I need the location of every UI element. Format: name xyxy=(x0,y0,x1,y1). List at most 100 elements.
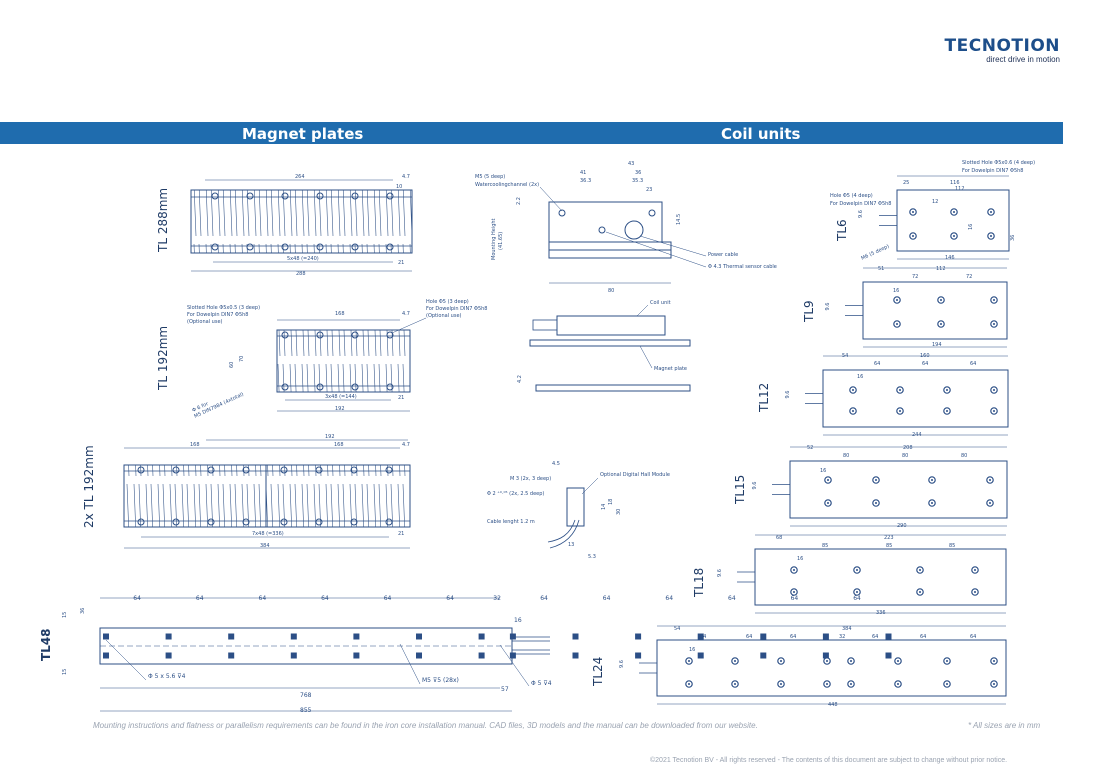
tl48-pitch-label: 64 xyxy=(259,595,267,602)
tl48-label: TL48 xyxy=(39,628,53,661)
tl9-mount-hole-center xyxy=(896,323,898,325)
tl2x192-dim-21: 21 xyxy=(398,531,404,537)
tl6-mount-hole xyxy=(909,208,917,216)
tl24-mount-hole xyxy=(777,657,785,665)
tl288-dim-4-7: 4.7 xyxy=(402,174,410,180)
tl15-mount-hole xyxy=(872,499,880,507)
tl9-dim-d_72a: 72 xyxy=(912,274,918,280)
tl6-mount-hole xyxy=(987,208,995,216)
tl6-dim-116: 116 xyxy=(950,180,960,186)
tl9-mount-hole xyxy=(990,296,998,304)
tl9-mount-hole-center xyxy=(993,299,995,301)
tl6-mount-hole-center xyxy=(990,211,992,213)
tl9-mount-hole-center xyxy=(993,323,995,325)
tl24-mount-hole xyxy=(943,680,951,688)
tl9-label: TL9 xyxy=(802,300,816,323)
tl18-dim-d_223: 223 xyxy=(884,535,894,541)
tl48-hole2-note: Φ 5 ⊽4 xyxy=(531,680,552,687)
tl192-dim-21: 21 xyxy=(398,395,404,401)
tl24-mount-hole-center xyxy=(688,660,690,662)
tl2x192-label: 2x TL 192mm xyxy=(82,445,96,528)
tl48-pitch-label: 64 xyxy=(384,595,392,602)
tl18-mount-hole-center xyxy=(919,591,921,593)
tl18-label: TL18 xyxy=(692,568,706,598)
tl48-hole-top xyxy=(760,633,767,640)
tl6-mount-hole-center xyxy=(990,235,992,237)
tl24-mount-hole-center xyxy=(850,683,852,685)
tl18-mount-hole xyxy=(853,566,861,574)
tl12-mount-hole-center xyxy=(946,389,948,391)
tl12-mount-hole xyxy=(896,407,904,415)
tl9-mount-hole-center xyxy=(940,323,942,325)
tl6-mount-hole-center xyxy=(912,235,914,237)
tl48-hole-bottom xyxy=(885,652,892,659)
tl15-dim-d_80c: 80 xyxy=(961,453,967,459)
tl48-hole-top xyxy=(697,633,704,640)
tl2x192-dim-7x48: 7x48 (=336) xyxy=(252,531,284,537)
tl6-dim-36: 36 xyxy=(1010,235,1016,241)
tl48-plate-outline xyxy=(99,627,513,665)
tl24-mount-hole xyxy=(823,680,831,688)
tl18-dim-9-6: 9.6 xyxy=(717,569,723,577)
tl48-hole-top xyxy=(509,633,516,640)
tl15-mount-hole-center xyxy=(931,479,933,481)
tl48-hole-bottom xyxy=(478,652,485,659)
tl24-mount-hole xyxy=(990,680,998,688)
cs-power-cable: Power cable xyxy=(708,252,738,258)
tl9-dim-d_112: 112 xyxy=(936,266,946,272)
tl15-dim-d_208: 208 xyxy=(903,445,913,451)
tl18-mount-hole-center xyxy=(856,591,858,593)
tl192-plate-outline xyxy=(276,329,411,393)
tl9-mount-hole xyxy=(937,320,945,328)
tl288-dim-21: 21 xyxy=(398,260,404,266)
tl48-pitch-label: 64 xyxy=(321,595,329,602)
tl12-mount-hole xyxy=(849,386,857,394)
tl9-dim-d_16: 16 xyxy=(893,288,899,294)
tl24-dim-d_448: 448 xyxy=(828,702,838,708)
tl24-dim-9-6: 9.6 xyxy=(619,660,625,668)
tl18-mount-hole xyxy=(853,588,861,596)
cs-dim-23: 23 xyxy=(646,187,652,193)
tl15-label: TL15 xyxy=(733,475,747,505)
tl48-hole-bottom xyxy=(353,652,360,659)
tl18-mount-hole-center xyxy=(974,569,976,571)
tl12-mount-hole-center xyxy=(946,410,948,412)
tl15-mount-hole-center xyxy=(827,502,829,504)
tl48-hole-top xyxy=(103,633,109,640)
tl24-pitch-label: 64 xyxy=(970,634,976,640)
tl12-mount-hole xyxy=(943,386,951,394)
tl288-dim-10: 10 xyxy=(396,184,402,190)
cs-sensor-cable: Φ 4.3 Thermal sensor cable xyxy=(708,264,777,270)
tl48-pitch-label: 64 xyxy=(603,595,611,602)
tl6-slotted-note: Slotted Hole Φ5x0.6 (4 deep) xyxy=(962,160,1035,166)
tecnotion-logo: TECNOTION direct drive in motion xyxy=(935,36,1060,64)
tl192-hole-optional-note: (Optional use) xyxy=(426,313,462,319)
tl48-hole-top xyxy=(822,633,829,640)
tl18-dim-d_85b: 85 xyxy=(886,543,892,549)
tl24-pitch-label: 64 xyxy=(700,634,706,640)
tl15-mount-hole xyxy=(986,476,994,484)
tl24-mount-hole-center xyxy=(946,683,948,685)
tl48-pitch-label: 64 xyxy=(853,595,861,602)
tl24-dim-d_16: 16 xyxy=(689,647,695,653)
tl12-dim-d_64b: 64 xyxy=(922,361,928,367)
tl48-pitch-label: 64 xyxy=(791,595,799,602)
tl12-dim-d_244: 244 xyxy=(912,432,922,438)
tl12-mount-hole xyxy=(990,407,998,415)
tl12-mount-hole-center xyxy=(993,410,995,412)
tl12-mount-hole xyxy=(943,407,951,415)
tl15-mount-hole-center xyxy=(989,502,991,504)
tl9-mount-hole xyxy=(990,320,998,328)
tl15-mount-hole xyxy=(928,499,936,507)
tl6-dim-146: 146 xyxy=(945,255,955,261)
tl12-mount-hole xyxy=(990,386,998,394)
tl6-mount-hole xyxy=(950,232,958,240)
tl24-mount-hole-center xyxy=(897,660,899,662)
tl48-hole-bottom xyxy=(635,652,642,659)
hall-cable-note: Cable lenght 1.2 m xyxy=(487,519,535,525)
tl48-dim-15b: 15 xyxy=(62,669,68,675)
tl48-hole-bottom xyxy=(165,652,172,659)
tl18-mount-hole xyxy=(971,588,979,596)
tl9-dim-9-6: 9.6 xyxy=(825,303,831,311)
